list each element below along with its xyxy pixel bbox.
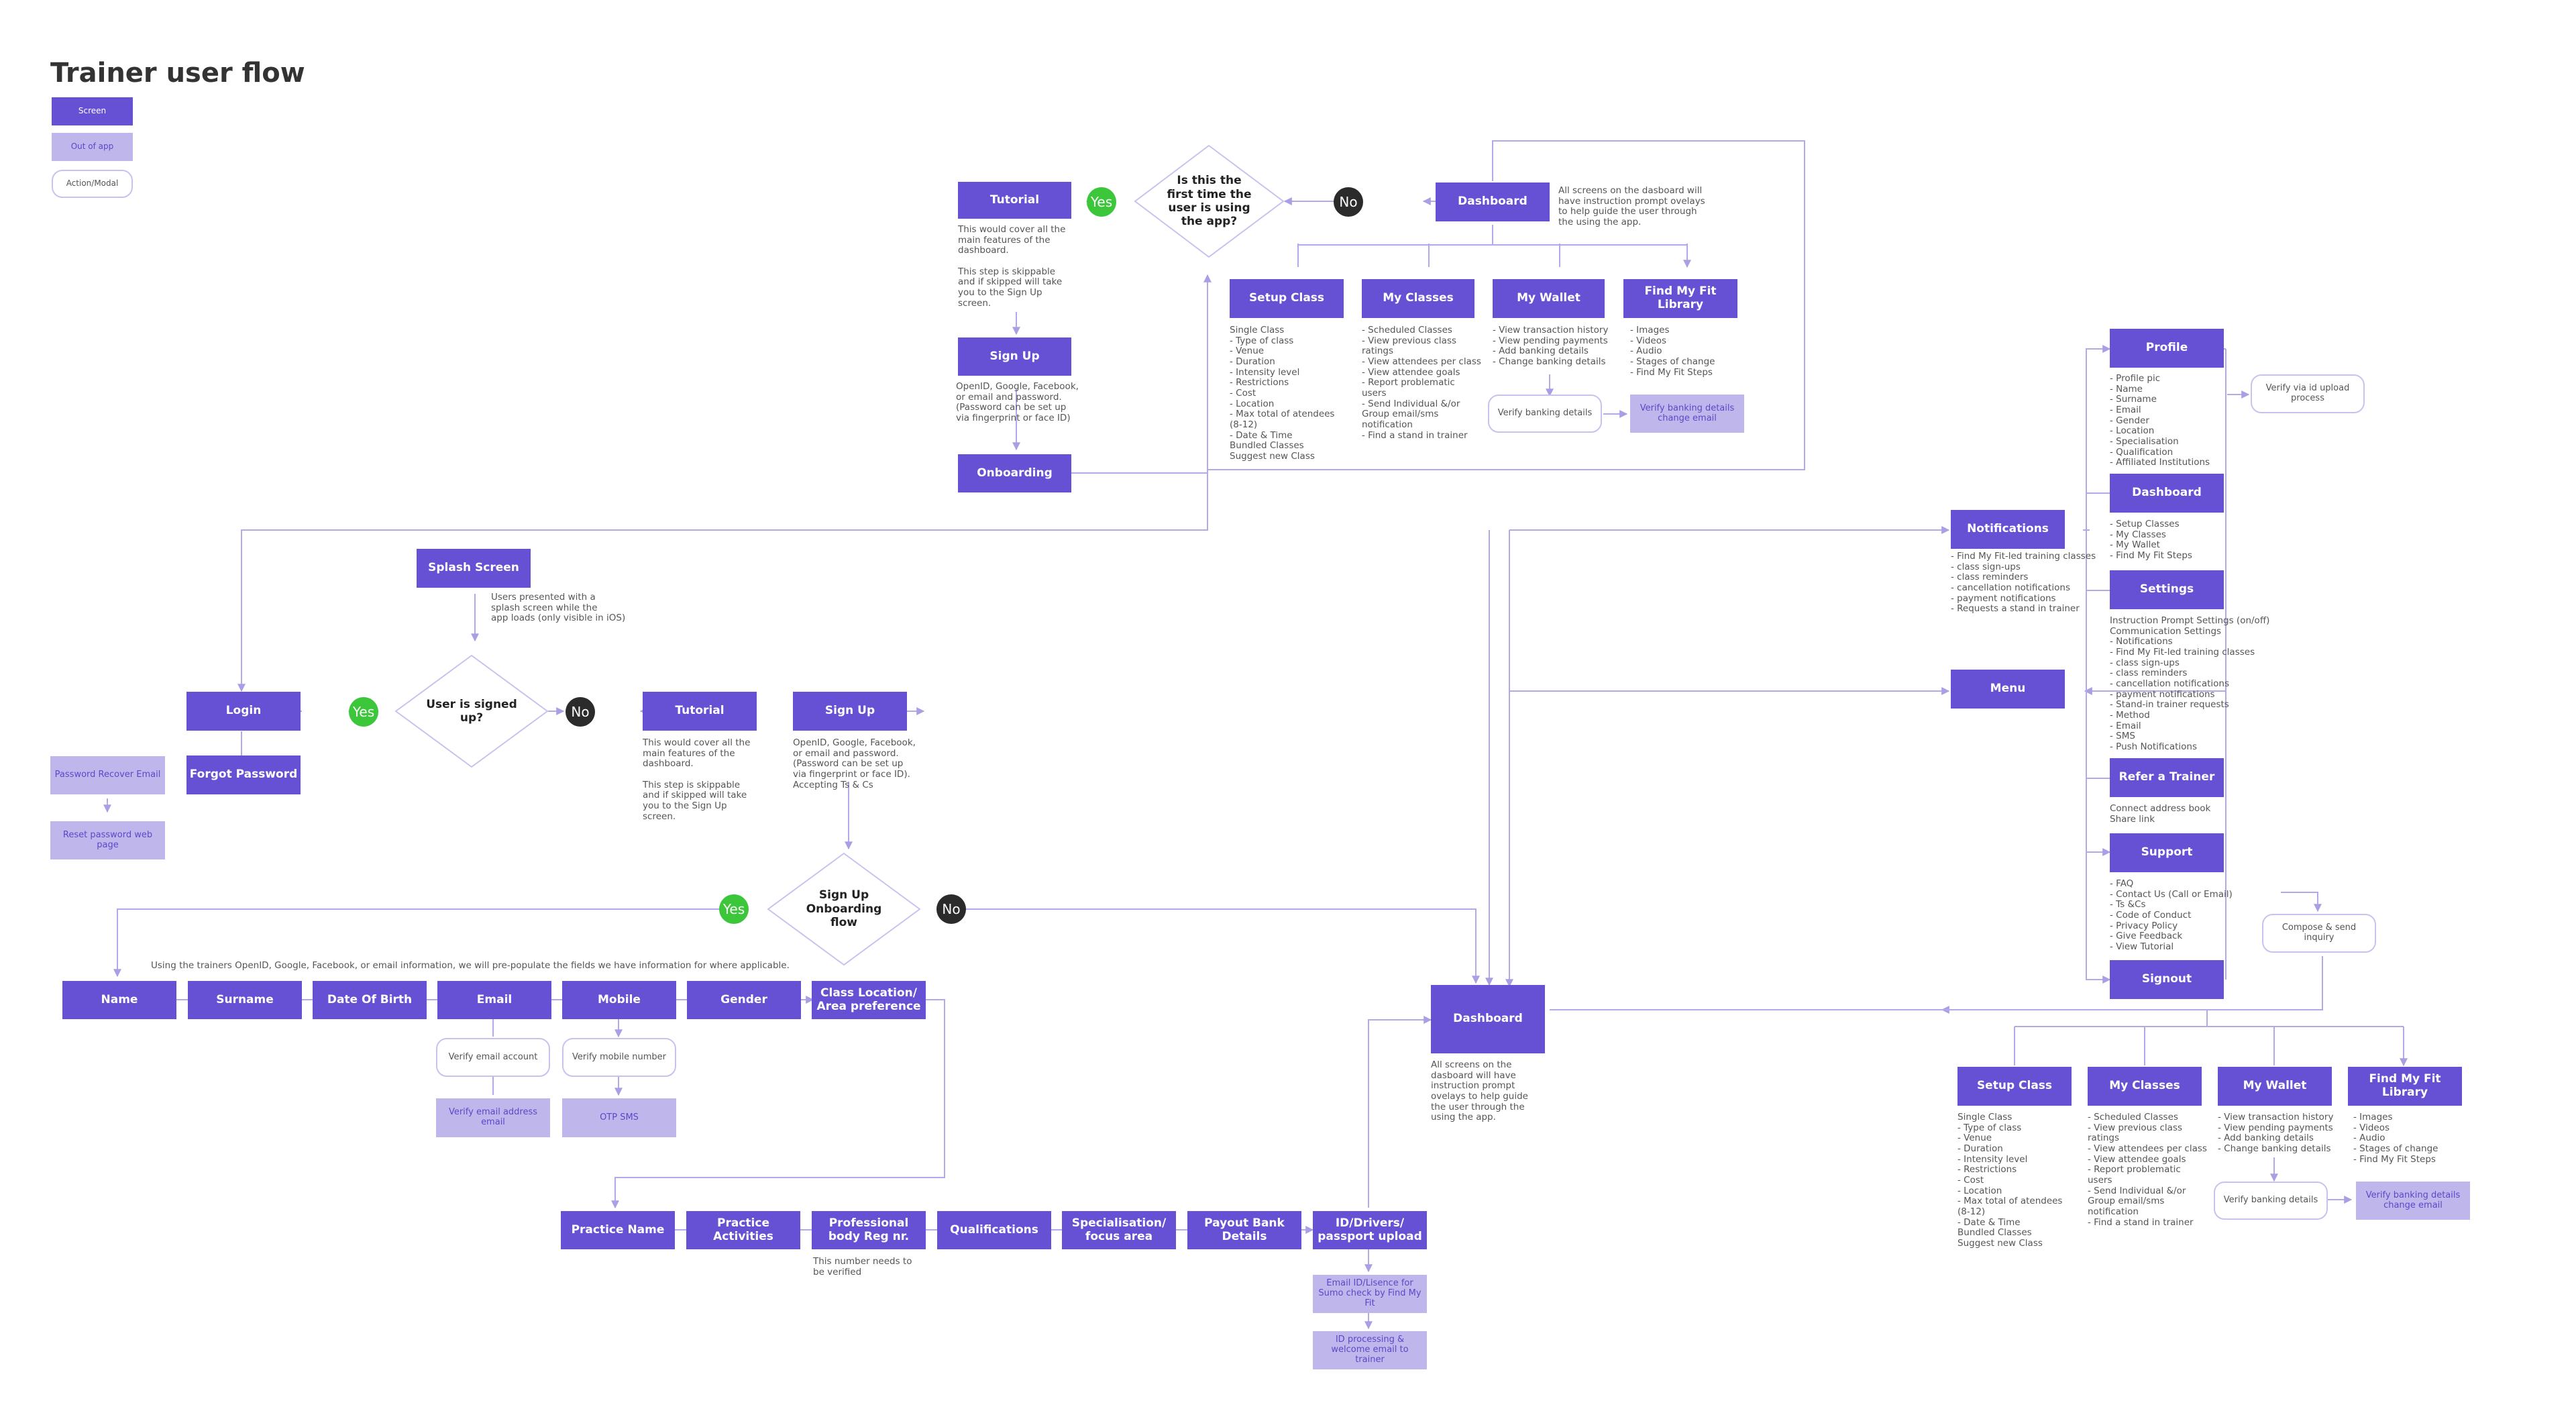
forgot-password[interactable]: Forgot Password — [186, 755, 301, 794]
refer-note: Connect address book Share link — [2110, 803, 2211, 825]
dashboard-menu-screen[interactable]: Dashboard — [2110, 474, 2224, 513]
my-wallet-top-note: - View transaction history - View pendin… — [1493, 325, 1609, 367]
field-date-of-birth[interactable]: Date Of Birth — [313, 981, 427, 1019]
page-title: Trainer user flow — [50, 58, 305, 89]
field-mobile[interactable]: Mobile — [562, 981, 676, 1019]
verify-id-upload[interactable]: Verify via id upload process — [2251, 374, 2365, 413]
no-marker: No — [936, 894, 966, 924]
settings-note: Instruction Prompt Settings (on/off) Com… — [2110, 615, 2270, 752]
profile-note: - Profile pic - Name - Surname - Email -… — [2110, 373, 2210, 468]
notifications-note: - Find My Fit-led training classes - cla… — [1951, 551, 2096, 615]
support-screen[interactable]: Support — [2110, 833, 2224, 872]
signout-screen[interactable]: Signout — [2110, 960, 2224, 999]
splash-screen[interactable]: Splash Screen — [417, 549, 531, 588]
yes-marker: Yes — [719, 894, 749, 924]
setup-class-top[interactable]: Setup Class — [1230, 279, 1344, 318]
field-professional-body[interactable]: Professional body Reg nr. — [812, 1211, 926, 1249]
my-classes-top[interactable]: My Classes — [1362, 279, 1474, 318]
field-gender[interactable]: Gender — [687, 981, 801, 1019]
field-qualifications[interactable]: Qualifications — [937, 1211, 1051, 1249]
decision-first-time: Is this the first time the user is using… — [1134, 144, 1285, 258]
reset-password-page: Reset password web page — [50, 821, 165, 859]
dashboard-bottom-note: All screens on the dasboard will have in… — [1431, 1059, 1528, 1123]
verify-banking-email-bottom: Verify banking details change email — [2356, 1182, 2470, 1220]
my-wallet-bottom-note: - View transaction history - View pendin… — [2218, 1112, 2334, 1154]
dashboard-menu-note: - Setup Classes - My Classes - My Wallet… — [2110, 519, 2192, 561]
signup-mid-note: OpenID, Google, Facebook, or email and p… — [793, 737, 916, 790]
legend-action-modal: Action/Modal — [52, 170, 133, 198]
prepopulate-note: Using the trainers OpenID, Google, Faceb… — [151, 960, 790, 971]
setup-class-top-note: Single Class - Type of class - Venue - D… — [1230, 325, 1335, 462]
password-recover-email: Password Recover Email — [50, 756, 165, 794]
decision-signed-up: User is signed up? — [394, 654, 549, 768]
signup-top[interactable]: Sign Up — [958, 337, 1071, 376]
yes-marker: Yes — [1087, 187, 1116, 217]
field-name[interactable]: Name — [62, 981, 176, 1019]
my-classes-bottom-note: - Scheduled Classes - View previous clas… — [2088, 1112, 2207, 1228]
signup-top-note: OpenID, Google, Facebook, or email and p… — [956, 381, 1079, 423]
compose-inquiry[interactable]: Compose & send inquiry — [2262, 914, 2376, 953]
legend-screen: Screen — [52, 97, 133, 125]
settings-screen[interactable]: Settings — [2110, 570, 2224, 609]
email-id-check: Email ID/Lisence for Sumo check by Find … — [1313, 1275, 1427, 1313]
yes-marker: Yes — [349, 697, 378, 727]
verify-banking-top[interactable]: Verify banking details — [1488, 395, 1602, 433]
verify-banking-email-top: Verify banking details change email — [1630, 395, 1744, 433]
my-classes-bottom[interactable]: My Classes — [2088, 1067, 2202, 1106]
refer-trainer-screen[interactable]: Refer a Trainer — [2110, 758, 2224, 797]
field-email[interactable]: Email — [437, 981, 551, 1019]
otp-sms: OTP SMS — [562, 1098, 676, 1137]
field-surname[interactable]: Surname — [188, 981, 302, 1019]
dashboard-top-note: All screens on the dasboard will have in… — [1558, 185, 1705, 227]
decision-onboarding: Sign Up Onboarding flow — [767, 852, 921, 966]
field-practice-name[interactable]: Practice Name — [561, 1211, 675, 1249]
professional-body-note: This number needs to be verified — [813, 1256, 912, 1277]
library-bottom-note: - Images - Videos - Audio - Stages of ch… — [2353, 1112, 2438, 1165]
library-top[interactable]: Find My Fit Library — [1623, 279, 1737, 318]
my-classes-top-note: - Scheduled Classes - View previous clas… — [1362, 325, 1481, 441]
menu-screen[interactable]: Menu — [1951, 670, 2065, 709]
decision-first-time-label: Is this the first time the user is using… — [1167, 174, 1252, 229]
library-bottom[interactable]: Find My Fit Library — [2348, 1067, 2462, 1106]
decision-onboarding-label: Sign Up Onboarding flow — [806, 888, 882, 930]
profile-screen[interactable]: Profile — [2110, 329, 2224, 368]
decision-signed-up-label: User is signed up? — [426, 697, 517, 725]
onboarding-top[interactable]: Onboarding — [958, 454, 1071, 492]
notifications-screen[interactable]: Notifications — [1951, 510, 2065, 549]
tutorial-top[interactable]: Tutorial — [958, 182, 1071, 219]
field-id-upload[interactable]: ID/Drivers/ passport upload — [1313, 1211, 1427, 1249]
splash-note: Users presented with a splash screen whi… — [491, 592, 626, 624]
library-top-note: - Images - Videos - Audio - Stages of ch… — [1630, 325, 1715, 378]
verify-banking-bottom[interactable]: Verify banking details — [2214, 1182, 2328, 1220]
verify-email-address-email: Verify email address email — [436, 1098, 550, 1137]
support-note: - FAQ - Contact Us (Call or Email) - Ts … — [2110, 878, 2233, 952]
dashboard-bottom[interactable]: Dashboard — [1431, 985, 1545, 1053]
dashboard-top[interactable]: Dashboard — [1436, 182, 1550, 221]
tutorial-top-note: This would cover all the main features o… — [958, 224, 1066, 309]
setup-class-bottom-note: Single Class - Type of class - Venue - D… — [1957, 1112, 2063, 1249]
no-marker: No — [566, 697, 595, 727]
verify-email-account[interactable]: Verify email account — [436, 1038, 550, 1077]
tutorial-mid-note: This would cover all the main features o… — [643, 737, 751, 822]
no-marker: No — [1334, 187, 1363, 217]
field-payout[interactable]: Payout Bank Details — [1187, 1211, 1301, 1249]
field-specialisation[interactable]: Specialisation/ focus area — [1062, 1211, 1176, 1249]
id-processing-email: ID processing & welcome email to trainer — [1313, 1331, 1427, 1369]
login-screen[interactable]: Login — [186, 692, 301, 731]
tutorial-mid[interactable]: Tutorial — [643, 692, 757, 731]
field-practice-activities[interactable]: Practice Activities — [686, 1211, 800, 1249]
legend-out-of-app: Out of app — [52, 133, 133, 161]
my-wallet-bottom[interactable]: My Wallet — [2218, 1067, 2332, 1106]
signup-mid[interactable]: Sign Up — [793, 692, 907, 731]
verify-mobile-number[interactable]: Verify mobile number — [562, 1038, 676, 1077]
my-wallet-top[interactable]: My Wallet — [1493, 279, 1605, 318]
field-class-location[interactable]: Class Location/ Area preference — [812, 981, 926, 1019]
setup-class-bottom[interactable]: Setup Class — [1957, 1067, 2072, 1106]
